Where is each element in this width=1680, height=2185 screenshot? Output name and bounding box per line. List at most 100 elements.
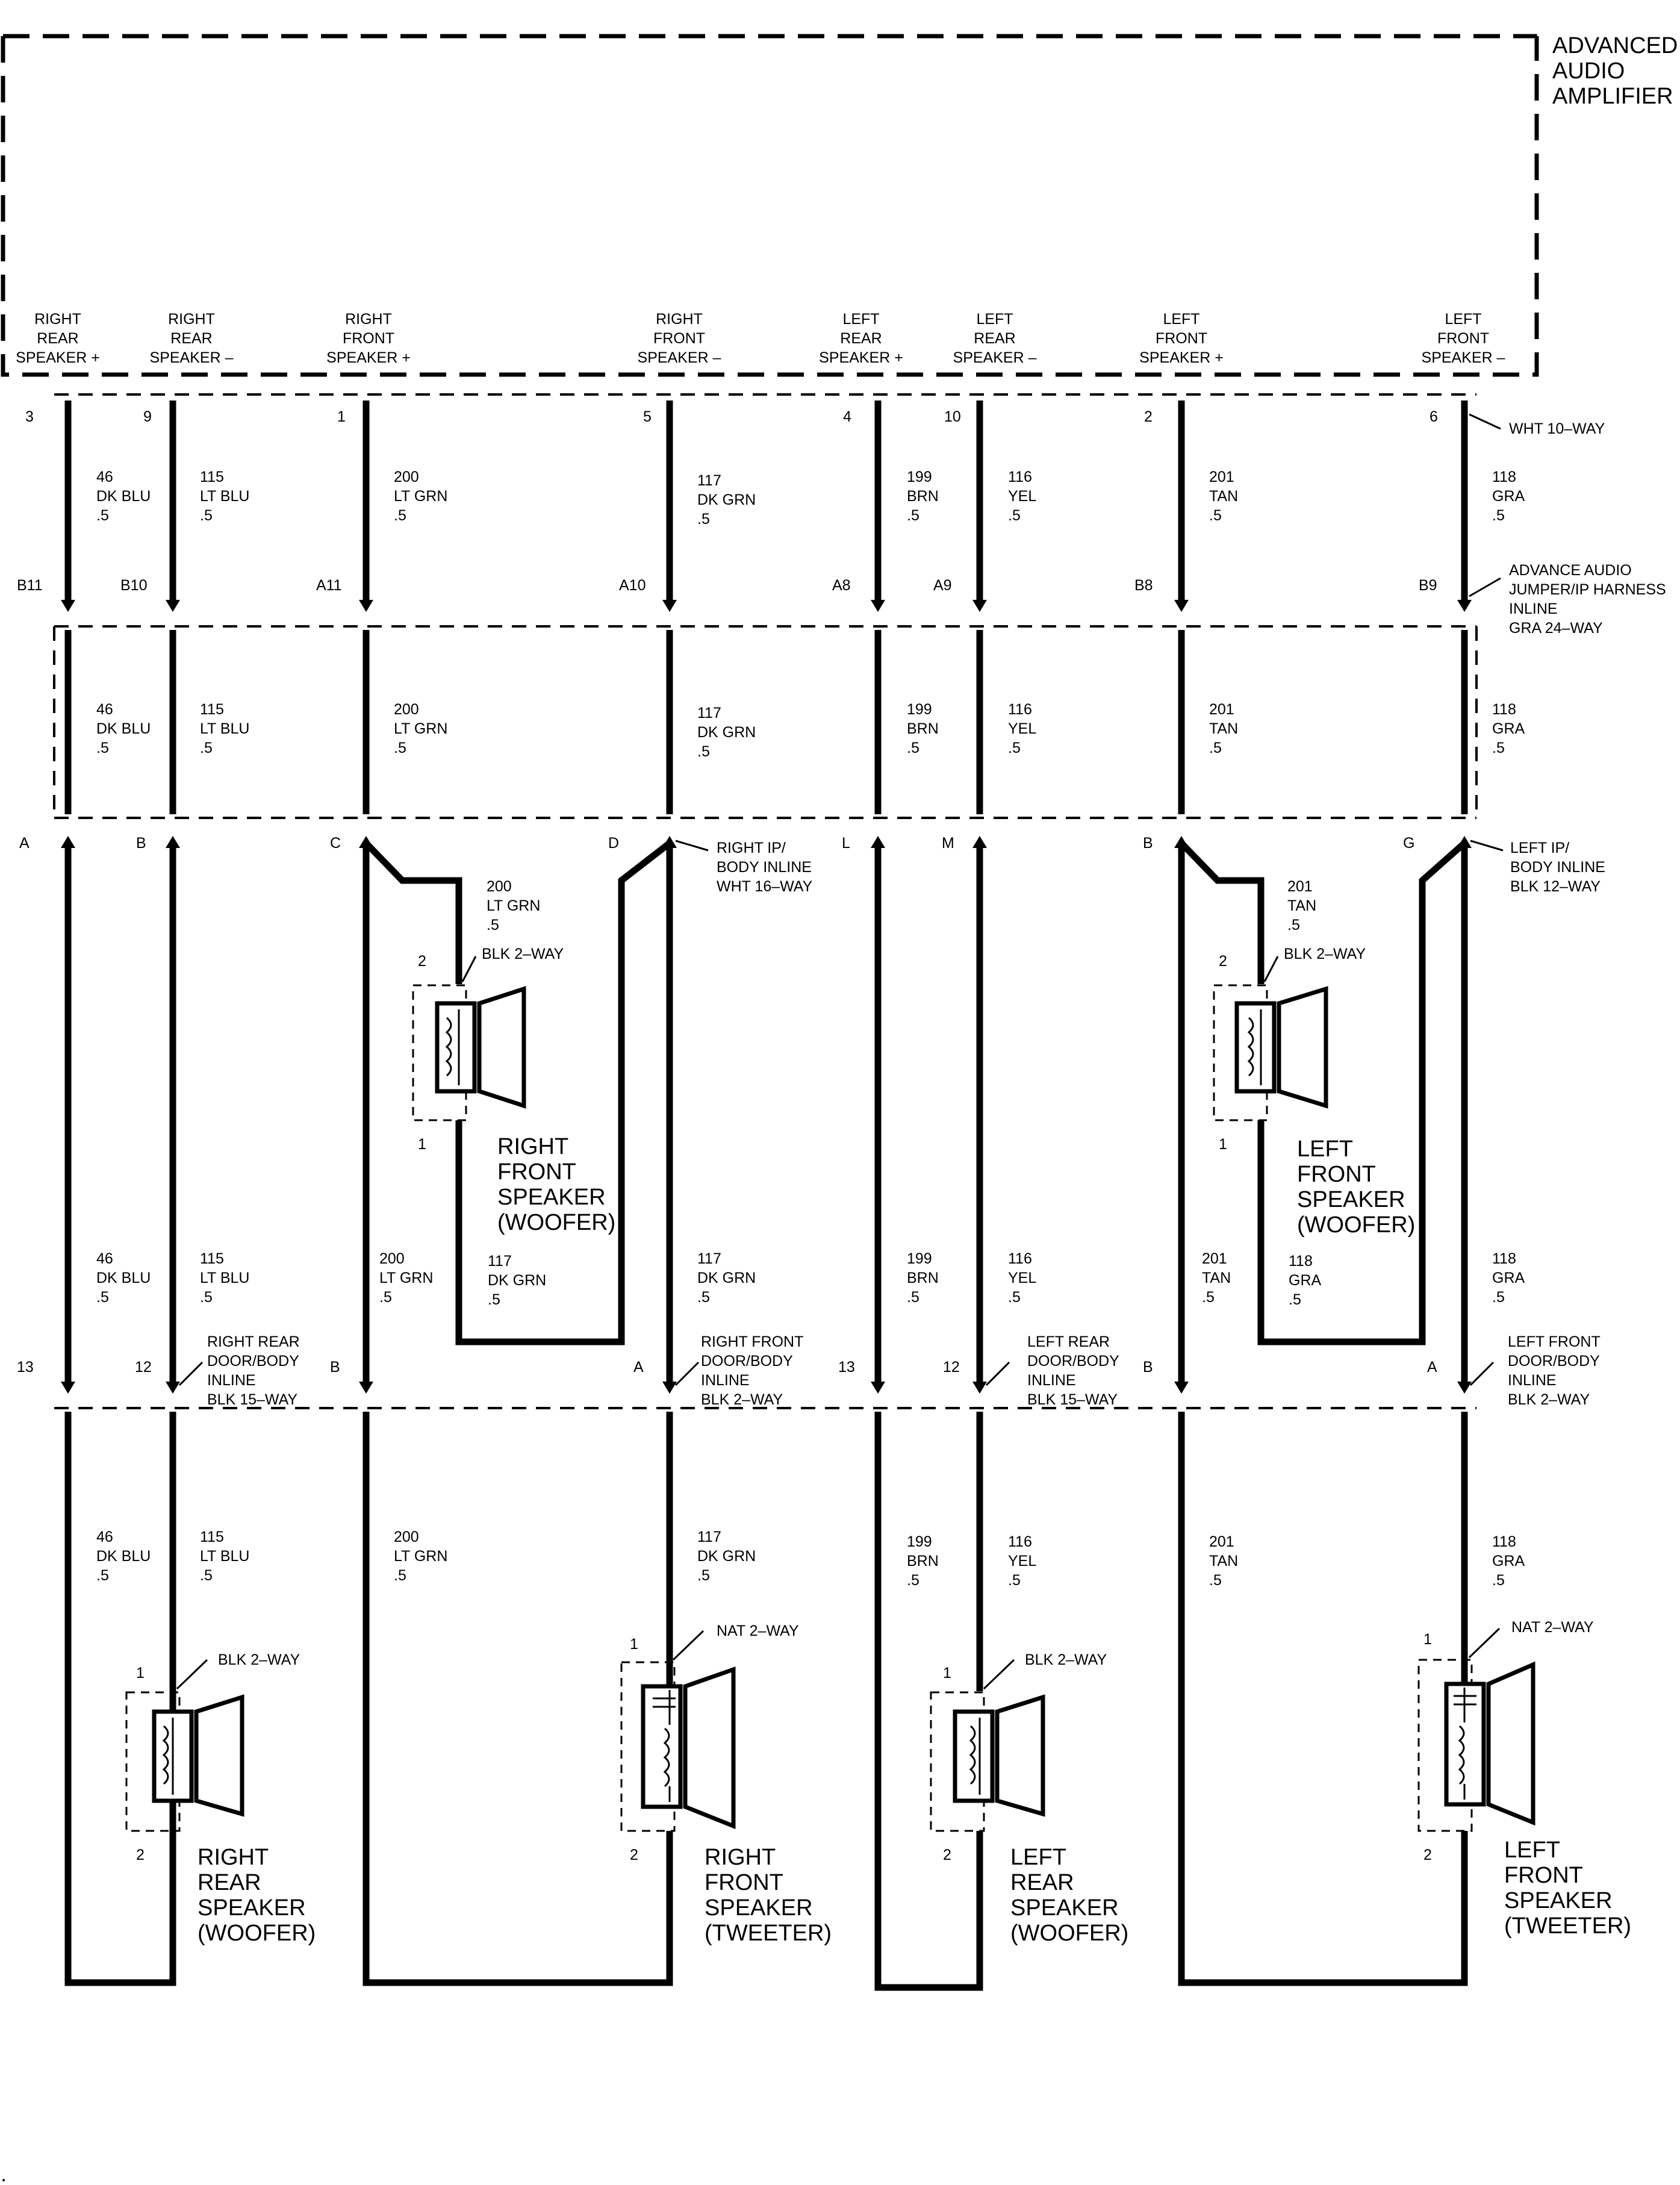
- svg-text:LEFT REAR: LEFT REAR: [1027, 1333, 1110, 1350]
- svg-text:SPEAKER: SPEAKER: [497, 1185, 606, 1210]
- svg-text:1: 1: [1219, 1136, 1227, 1153]
- svg-text:46: 46: [96, 701, 113, 718]
- svg-text:DOOR/BODY: DOOR/BODY: [1027, 1353, 1119, 1370]
- svg-text:117: 117: [488, 1253, 512, 1270]
- svg-text:.5: .5: [200, 1289, 213, 1306]
- svg-text:1: 1: [337, 408, 346, 425]
- svg-text:118: 118: [1492, 701, 1516, 718]
- svg-text:G: G: [1403, 835, 1414, 852]
- svg-text:.5: .5: [907, 740, 919, 756]
- svg-text:117: 117: [697, 1250, 721, 1267]
- svg-text:YEL: YEL: [1008, 1270, 1036, 1286]
- amplifier-outline: [1, 36, 1539, 377]
- svg-text:6: 6: [1430, 408, 1438, 425]
- svg-text:201: 201: [1209, 701, 1234, 718]
- svg-text:FRONT: FRONT: [1297, 1162, 1376, 1187]
- svg-text:AMPLIFIER: AMPLIFIER: [1552, 84, 1673, 109]
- svg-text:REAR: REAR: [974, 330, 1015, 347]
- svg-text:BRN: BRN: [907, 1553, 939, 1569]
- svg-text:BLK 15–WAY: BLK 15–WAY: [1027, 1391, 1118, 1408]
- svg-text:.5: .5: [394, 507, 406, 524]
- svg-text:B: B: [136, 835, 146, 852]
- svg-text:BLK 15–WAY: BLK 15–WAY: [207, 1391, 297, 1408]
- svg-text:115: 115: [200, 1250, 224, 1267]
- svg-text:LEFT: LEFT: [1504, 1837, 1560, 1863]
- svg-text:GRA: GRA: [1492, 1553, 1525, 1569]
- svg-text:1: 1: [943, 1665, 951, 1682]
- svg-text:12: 12: [943, 1359, 960, 1376]
- svg-text:SPEAKER +: SPEAKER +: [819, 349, 903, 366]
- svg-text:.5: .5: [1008, 507, 1021, 524]
- svg-text:LEFT: LEFT: [842, 311, 879, 328]
- svg-text:LT BLU: LT BLU: [200, 720, 249, 737]
- svg-text:.5: .5: [907, 1572, 919, 1589]
- corner-dot: [2, 2179, 5, 2181]
- svg-text:YEL: YEL: [1008, 488, 1036, 505]
- svg-text:GRA 24–WAY: GRA 24–WAY: [1509, 620, 1603, 637]
- svg-text:.5: .5: [907, 507, 919, 524]
- svg-text:.5: .5: [394, 1567, 406, 1584]
- svg-text:GRA: GRA: [1492, 1270, 1525, 1286]
- svg-text:RIGHT: RIGHT: [34, 311, 81, 328]
- speaker-right-front-tweeter: 1 2 NAT 2–WAY RIGHT FRONT SPEAKER (TWEET…: [620, 1622, 832, 1946]
- svg-text:9: 9: [143, 408, 152, 425]
- svg-text:BRN: BRN: [907, 488, 939, 505]
- svg-text:A: A: [1427, 1359, 1437, 1376]
- svg-text:.5: .5: [1209, 1572, 1222, 1589]
- svg-text:LEFT: LEFT: [1010, 1845, 1066, 1870]
- svg-text:.5: .5: [96, 1289, 109, 1306]
- svg-text:FRONT: FRONT: [1504, 1863, 1583, 1888]
- svg-text:DOOR/BODY: DOOR/BODY: [207, 1353, 299, 1370]
- svg-text:.5: .5: [1287, 917, 1300, 934]
- svg-text:115: 115: [200, 1529, 224, 1545]
- svg-text:BRN: BRN: [907, 720, 939, 737]
- svg-text:BLK 2–WAY: BLK 2–WAY: [1284, 946, 1366, 962]
- svg-text:200: 200: [394, 1529, 419, 1545]
- svg-text:117: 117: [697, 705, 721, 722]
- svg-text:.5: .5: [1289, 1291, 1301, 1308]
- svg-text:.5: .5: [96, 507, 109, 524]
- svg-text:115: 115: [200, 469, 224, 485]
- svg-text:SPEAKER: SPEAKER: [1010, 1895, 1119, 1921]
- svg-text:REAR: REAR: [1010, 1870, 1074, 1895]
- svg-text:BODY INLINE: BODY INLINE: [717, 859, 812, 876]
- svg-text:115: 115: [200, 701, 224, 718]
- svg-text:46: 46: [96, 1250, 113, 1267]
- svg-text:117: 117: [697, 472, 721, 489]
- svg-text:AUDIO: AUDIO: [1552, 58, 1625, 84]
- svg-text:116: 116: [1008, 1533, 1032, 1550]
- svg-text:DK GRN: DK GRN: [697, 491, 756, 508]
- svg-text:13: 13: [838, 1359, 855, 1376]
- svg-text:200: 200: [394, 469, 419, 485]
- svg-text:SPEAKER –: SPEAKER –: [638, 349, 721, 366]
- svg-text:(WOOFER): (WOOFER): [1010, 1921, 1128, 1946]
- svg-text:C: C: [330, 835, 341, 852]
- svg-text:SPEAKER: SPEAKER: [198, 1895, 306, 1921]
- middle-wires: [64, 840, 1468, 1384]
- svg-text:LEFT: LEFT: [1297, 1136, 1353, 1162]
- svg-text:GRA: GRA: [1492, 720, 1525, 737]
- svg-text:DK BLU: DK BLU: [96, 1270, 151, 1286]
- svg-text:.5: .5: [488, 1291, 500, 1308]
- svg-text:A9: A9: [933, 577, 952, 594]
- svg-text:TAN: TAN: [1209, 720, 1238, 737]
- svg-text:DK GRN: DK GRN: [697, 1270, 756, 1286]
- svg-text:(TWEETER): (TWEETER): [1504, 1913, 1631, 1939]
- svg-text:B: B: [1143, 835, 1153, 852]
- svg-text:A10: A10: [619, 577, 646, 594]
- svg-text:46: 46: [96, 469, 113, 485]
- wires: [64, 401, 1468, 1991]
- svg-text:BLK 2–WAY: BLK 2–WAY: [701, 1391, 783, 1408]
- svg-text:JUMPER/IP HARNESS: JUMPER/IP HARNESS: [1509, 581, 1666, 598]
- svg-text:INLINE: INLINE: [1509, 600, 1558, 617]
- terminal-arrows: [61, 600, 1472, 1394]
- svg-text:D: D: [608, 835, 619, 852]
- svg-text:FRONT: FRONT: [497, 1159, 576, 1185]
- svg-text:(WOOFER): (WOOFER): [497, 1210, 615, 1235]
- svg-text:.5: .5: [379, 1289, 392, 1306]
